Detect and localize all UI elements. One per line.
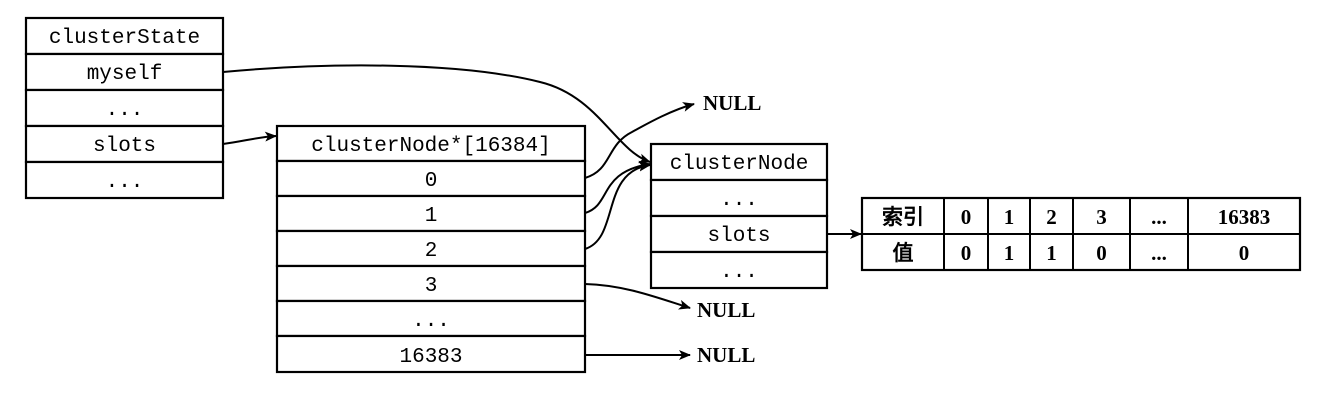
null-label-top: NULL <box>703 91 761 115</box>
slots-array-item-2: 2 <box>425 240 438 263</box>
bitmap-index-0: 0 <box>961 205 972 229</box>
bitmap-index-16383: 16383 <box>1218 205 1271 229</box>
null-label-slot3: NULL <box>697 298 755 322</box>
bitmap-index-3: 3 <box>1096 205 1107 229</box>
bitmap-value-1: 1 <box>1004 241 1015 265</box>
slots-array-item-3: 3 <box>425 275 438 298</box>
bitmap-value-16383: 0 <box>1239 241 1250 265</box>
cluster-state-struct: clusterState myself ... slots ... <box>24 16 225 200</box>
cluster-state-field-myself: myself <box>87 63 163 86</box>
cluster-node-field-slots: slots <box>707 225 770 248</box>
slots-array-title: clusterNode*[16384] <box>311 135 550 158</box>
slots-array-title-cell <box>275 124 587 163</box>
bitmap-index-1: 1 <box>1004 205 1015 229</box>
cluster-node-ellipsis-cell-2 <box>649 250 829 290</box>
bitmap-value-0: 0 <box>961 241 972 265</box>
null-label-slot16383: NULL <box>697 343 755 367</box>
slots-array-item-16383: 16383 <box>399 346 462 369</box>
slots-array-cell-1 <box>275 194 587 233</box>
cluster-state-title: clusterState <box>49 27 200 50</box>
slots-array-struct: clusterNode*[16384] 0 1 2 3 ... 16383 <box>275 124 587 374</box>
cluster-node-title: clusterNode <box>670 153 809 176</box>
bitmap-value-ellipsis: ... <box>1151 241 1167 265</box>
bitmap-value-3: 0 <box>1096 241 1107 265</box>
slots-array-item-0: 0 <box>425 170 438 193</box>
arrow-myself-to-cluster-node <box>222 64 651 164</box>
arrow-slot3-to-null <box>584 283 691 310</box>
slots-bitmap-table: 索引 值 0 1 2 3 ... 16383 0 1 1 0 ... 0 <box>860 196 1302 272</box>
slots-array-cell-16383 <box>275 334 587 374</box>
cluster-state-ellipsis-cell-2 <box>24 160 225 200</box>
bitmap-value-2: 1 <box>1046 241 1057 265</box>
pointer-arrows <box>222 64 862 360</box>
bitmap-index-2: 2 <box>1046 205 1057 229</box>
cluster-node-struct: clusterNode ... slots ... <box>649 142 829 290</box>
cluster-node-field-ellipsis-1: ... <box>720 189 758 212</box>
cluster-state-field-ellipsis-1: ... <box>106 99 144 122</box>
arrow-state-slots-to-array <box>222 131 277 145</box>
bitmap-value-label: 值 <box>893 241 914 265</box>
bitmap-index-label: 索引 <box>882 205 924 229</box>
arrow-slot2-to-cluster-node <box>584 161 651 250</box>
cluster-state-field-slots: slots <box>93 135 156 158</box>
arrow-slot1-to-cluster-node <box>584 160 651 214</box>
bitmap-index-ellipsis: ... <box>1151 205 1167 229</box>
cluster-node-ellipsis-cell-1 <box>649 178 829 218</box>
slots-array-item-1: 1 <box>425 205 438 228</box>
cluster-node-field-ellipsis-2: ... <box>720 261 758 284</box>
slots-array-cell-ellipsis <box>275 299 587 338</box>
slots-array-item-ellipsis: ... <box>412 310 450 333</box>
cluster-state-title-cell <box>24 16 225 56</box>
slots-array-cell-3 <box>275 264 587 303</box>
cluster-state-field-ellipsis-2: ... <box>106 171 144 194</box>
arrow-slot0-to-null <box>584 102 695 179</box>
